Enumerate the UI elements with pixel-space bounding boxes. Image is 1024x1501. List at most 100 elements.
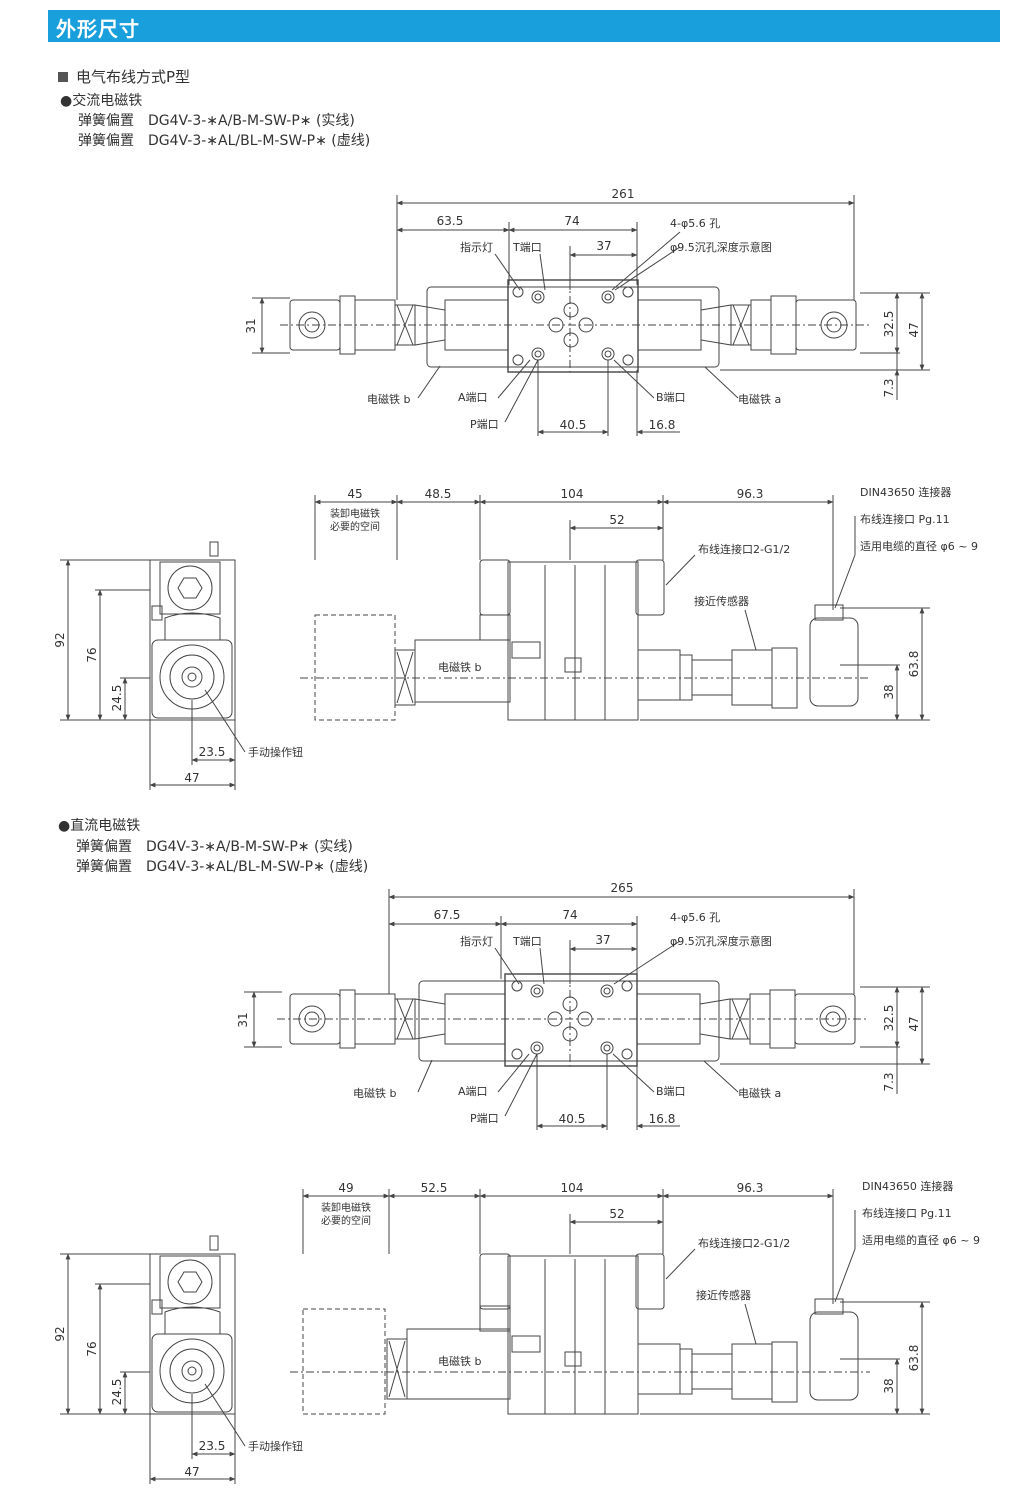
ac-space-note-1: 装卸电磁铁 <box>330 507 380 520</box>
ac-sensor-label: 接近传感器 <box>694 595 749 608</box>
dc-model-line-1: 弹簧偏置 DG4V-3-∗A/B-M-SW-P∗ (实线) <box>76 839 353 855</box>
dc-counterbore-note: φ9.5沉孔深度示意图 <box>670 934 772 948</box>
dc-dim-49: 49 <box>338 1181 353 1195</box>
dc-dim-168: 16.8 <box>649 1112 676 1126</box>
ac-front-view <box>60 541 246 790</box>
dc-solenoid-a-label: 电磁铁 a <box>738 1087 781 1100</box>
ac-top-labels: 261 63.5 74 37 4-φ5.6 孔 φ9.5沉孔深度示意图 指示灯 … <box>244 187 921 432</box>
dc-dim-inner: 37 <box>595 933 610 947</box>
dc-dim-overall: 265 <box>611 881 634 895</box>
dc-dim-104: 104 <box>561 1181 584 1195</box>
dc-dim-405: 40.5 <box>559 1112 586 1126</box>
dc-dim-h31: 31 <box>236 1012 250 1027</box>
dc-front-view <box>60 1235 246 1484</box>
dc-wiring-label: 布线连接口2-G1/2 <box>698 1236 790 1250</box>
dc-side-view <box>290 1189 930 1415</box>
ac-t-port-label: T端口 <box>512 241 542 254</box>
ac-p-port-label: P端口 <box>470 418 499 431</box>
ac-dim-f245: 24.5 <box>110 685 124 712</box>
ac-dim-h31: 31 <box>244 318 258 333</box>
ac-cable-label: 适用电缆的直径 φ6 ~ 9 <box>860 539 978 553</box>
ac-port-label: 布线连接口 Pg.11 <box>860 512 950 526</box>
subsection-heading: 电气布线方式P型 <box>58 66 190 87</box>
dc-dim-mid: 74 <box>562 908 577 922</box>
ac-dim-963: 96.3 <box>737 487 764 501</box>
ac-a-port-label: A端口 <box>458 391 488 404</box>
ac-solenoid-b-label: 电磁铁 b <box>367 393 410 406</box>
ac-dim-left: 63.5 <box>437 214 464 228</box>
dc-top-labels: 265 67.5 74 37 4-φ5.6 孔 φ9.5沉孔深度示意图 指示灯 … <box>236 881 921 1126</box>
ac-dim-168: 16.8 <box>649 418 676 432</box>
dc-front-labels: 92 76 24.5 23.5 47 手动操作钮 <box>53 1326 303 1479</box>
dc-dim-h38: 38 <box>882 1378 896 1393</box>
dc-dim-h47: 47 <box>907 1016 921 1031</box>
dc-port-label: 布线连接口 Pg.11 <box>862 1206 952 1220</box>
dc-b-port-label: B端口 <box>656 1085 686 1098</box>
dc-dim-f92: 92 <box>53 1326 67 1341</box>
dc-top-view <box>244 889 930 1130</box>
dc-side-solenoid-b: 电磁铁 b <box>438 1355 481 1368</box>
dc-dim-h73: 7.3 <box>882 1072 896 1091</box>
dc-side-labels: 49 52.5 104 96.3 52 装卸电磁铁 必要的空间 DIN43650… <box>321 1180 980 1394</box>
ac-b-port-label: B端口 <box>656 391 686 404</box>
ac-dim-h38: 38 <box>882 684 896 699</box>
dc-dim-f47: 47 <box>184 1465 199 1479</box>
ac-space-note-2: 必要的空间 <box>330 520 380 533</box>
dc-dim-f235: 23.5 <box>199 1439 226 1453</box>
ac-dim-405: 40.5 <box>560 418 587 432</box>
ac-dim-45: 45 <box>347 487 362 501</box>
dc-space-note-2: 必要的空间 <box>321 1214 371 1227</box>
dc-dim-f245: 24.5 <box>110 1379 124 1406</box>
section-title: 外形尺寸 <box>56 17 140 41</box>
dc-label: ●直流电磁铁 <box>58 818 141 834</box>
dc-dim-52: 52 <box>609 1207 624 1221</box>
ac-dim-104: 104 <box>561 487 584 501</box>
dc-manual-button-label: 手动操作钮 <box>248 1439 303 1453</box>
ac-model-line-1: 弹簧偏置 DG4V-3-∗A/B-M-SW-P∗ (实线) <box>78 113 355 129</box>
dc-dim-left: 67.5 <box>434 908 461 922</box>
ac-side-labels: 45 48.5 104 96.3 52 装卸电磁铁 必要的空间 DIN43650… <box>330 486 978 700</box>
dc-a-port-label: A端口 <box>458 1085 488 1098</box>
section-header-bar: 外形尺寸 <box>48 10 1000 42</box>
ac-hole-note: 4-φ5.6 孔 <box>670 217 720 230</box>
ac-counterbore-note: φ9.5沉孔深度示意图 <box>670 240 772 254</box>
ac-dim-52: 52 <box>609 513 624 527</box>
dc-model-line-2: 弹簧偏置 DG4V-3-∗AL/BL-M-SW-P∗ (虚线) <box>76 859 369 875</box>
ac-side-view <box>300 495 930 721</box>
ac-indicator-label: 指示灯 <box>460 240 493 254</box>
ac-top-view <box>252 195 930 436</box>
dc-dim-h325: 32.5 <box>882 1005 896 1032</box>
dc-dim-963: 96.3 <box>737 1181 764 1195</box>
ac-solenoid-a-label: 电磁铁 a <box>738 393 781 406</box>
ac-dim-f235: 23.5 <box>199 745 226 759</box>
ac-dim-inner: 37 <box>596 239 611 253</box>
dc-t-port-label: T端口 <box>512 935 542 948</box>
ac-label: ●交流电磁铁 <box>60 93 143 109</box>
ac-dim-mid: 74 <box>564 214 579 228</box>
ac-wiring-label: 布线连接口2-G1/2 <box>698 542 790 556</box>
ac-dim-h47: 47 <box>907 322 921 337</box>
dc-dim-525: 52.5 <box>421 1181 448 1195</box>
ac-dim-h325: 32.5 <box>882 311 896 338</box>
dc-indicator-label: 指示灯 <box>460 934 493 948</box>
ac-dim-f92: 92 <box>53 632 67 647</box>
dc-solenoid-b-label: 电磁铁 b <box>353 1087 396 1100</box>
ac-front-labels: 92 76 24.5 23.5 47 手动操作钮 <box>53 632 303 785</box>
dc-sensor-label: 接近传感器 <box>696 1289 751 1302</box>
dc-space-note-1: 装卸电磁铁 <box>321 1201 371 1214</box>
square-bullet-icon <box>58 72 68 82</box>
dc-hole-note: 4-φ5.6 孔 <box>670 911 720 924</box>
ac-side-solenoid-b: 电磁铁 b <box>438 661 481 674</box>
ac-dim-h638: 63.8 <box>907 651 921 678</box>
dc-cable-label: 适用电缆的直径 φ6 ~ 9 <box>862 1233 980 1247</box>
dc-dim-f76: 76 <box>85 1341 99 1356</box>
ac-din-label: DIN43650 连接器 <box>860 486 951 499</box>
dc-din-label: DIN43650 连接器 <box>862 1180 953 1193</box>
ac-dim-overall: 261 <box>612 187 635 201</box>
ac-dim-f47: 47 <box>184 771 199 785</box>
ac-dim-485: 48.5 <box>425 487 452 501</box>
dc-p-port-label: P端口 <box>470 1112 499 1125</box>
ac-manual-button-label: 手动操作钮 <box>248 745 303 759</box>
ac-dim-h73: 7.3 <box>882 378 896 397</box>
